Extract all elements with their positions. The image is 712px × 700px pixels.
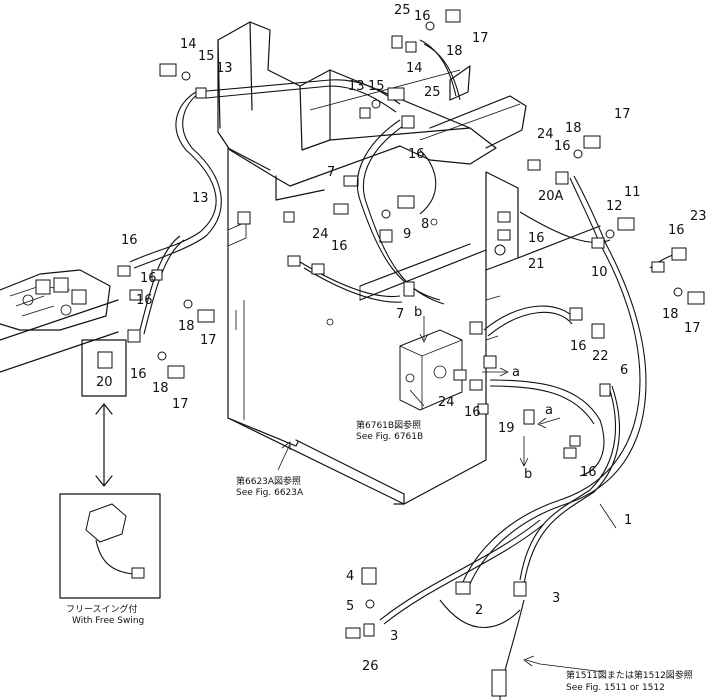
callout-c-7a: 7: [327, 165, 335, 180]
callout-c-25a: 25: [394, 3, 411, 18]
note-fig6623a-en: See Fig. 6623A: [236, 488, 304, 498]
callout-c-10: 10: [591, 265, 608, 280]
callout-c-26: 26: [362, 659, 379, 674]
callout-c-17a: 17: [472, 31, 489, 46]
callout-c-a2: a: [545, 403, 553, 418]
callout-c-14a: 14: [180, 37, 197, 52]
callout-c-24b: 24: [312, 227, 329, 242]
callout-c-16m: 16: [580, 465, 597, 480]
callout-c-20: 20: [96, 375, 113, 390]
callout-c-9: 9: [403, 227, 411, 242]
callout-c-19: 19: [498, 421, 515, 436]
callout-c-13a: 13: [216, 61, 233, 76]
note-fig6761b-jp: 第6761B図参照: [356, 419, 421, 431]
callout-c-15b: 15: [368, 79, 385, 94]
callout-c-18e: 18: [152, 381, 169, 396]
callout-c-16g: 16: [121, 233, 138, 248]
note-fig1511-en: See Fig. 1511 or 1512: [566, 683, 665, 693]
callout-c-16i: 16: [136, 293, 153, 308]
callout-c-14b: 14: [406, 61, 423, 76]
callout-c-18c: 18: [178, 319, 195, 334]
callout-c-24a: 24: [537, 127, 554, 142]
callout-c-b2: b: [524, 467, 532, 482]
note-free-swing-en: With Free Swing: [72, 616, 144, 626]
free-swing-inset: [59, 339, 161, 599]
callout-c-16a: 16: [414, 9, 431, 24]
callout-c-16b: 16: [408, 147, 425, 162]
callout-c-b1: b: [414, 305, 422, 320]
callout-c-24c: 24: [438, 395, 455, 410]
callout-c-16c: 16: [554, 139, 571, 154]
callout-c-13b: 13: [348, 79, 365, 94]
callout-c-18a: 18: [446, 44, 463, 59]
callout-c-17c: 17: [200, 333, 217, 348]
callout-c-8: 8: [421, 217, 429, 232]
callout-c-16h: 16: [140, 271, 157, 286]
callout-c-5: 5: [346, 599, 354, 614]
callout-c-16j: 16: [570, 339, 587, 354]
callout-c-18d: 18: [662, 307, 679, 322]
callout-c-11: 11: [624, 185, 641, 200]
callout-c-3b: 3: [390, 629, 398, 644]
callout-c-20a: 20A: [538, 189, 564, 204]
callout-c-13c: 13: [192, 191, 209, 206]
callout-c-2: 2: [475, 603, 483, 618]
callout-c-21: 21: [528, 257, 545, 272]
callout-c-3a: 3: [552, 591, 560, 606]
callout-c-16d: 16: [331, 239, 348, 254]
callout-c-16l: 16: [464, 405, 481, 420]
callout-c-18b: 18: [565, 121, 582, 136]
frame-structure: [217, 21, 601, 505]
callout-c-25b: 25: [424, 85, 441, 100]
note-fig6761b-en: See Fig. 6761B: [356, 432, 423, 442]
note-free-swing-jp: フリースイング付: [66, 603, 138, 615]
callout-c-15a: 15: [198, 49, 215, 64]
callout-c-a1: a: [512, 365, 520, 380]
pump-unit: [0, 269, 119, 373]
fittings: [117, 9, 705, 697]
callout-c-16k: 16: [130, 367, 147, 382]
leader-lines: [277, 316, 617, 673]
callout-c-17d: 17: [684, 321, 701, 336]
callout-c-16e: 16: [528, 231, 545, 246]
callout-c-17e: 17: [172, 397, 189, 412]
callout-c-16f: 16: [668, 223, 685, 238]
callout-c-12: 12: [606, 199, 623, 214]
callout-c-6: 6: [620, 363, 628, 378]
note-fig1511-jp: 第1511図または第1512図参照: [566, 669, 693, 681]
callout-c-17b: 17: [614, 107, 631, 122]
note-fig6623a-jp: 第6623A図参照: [236, 475, 301, 487]
callout-c-7b: 7: [396, 307, 404, 322]
callout-c-4: 4: [346, 569, 354, 584]
callout-c-23: 23: [690, 209, 707, 224]
callout-c-1: 1: [624, 513, 632, 528]
callout-c-22: 22: [592, 349, 609, 364]
reference-notes: 第6761B図参照 See Fig. 6761B 第6623A図参照 See F…: [66, 419, 693, 693]
